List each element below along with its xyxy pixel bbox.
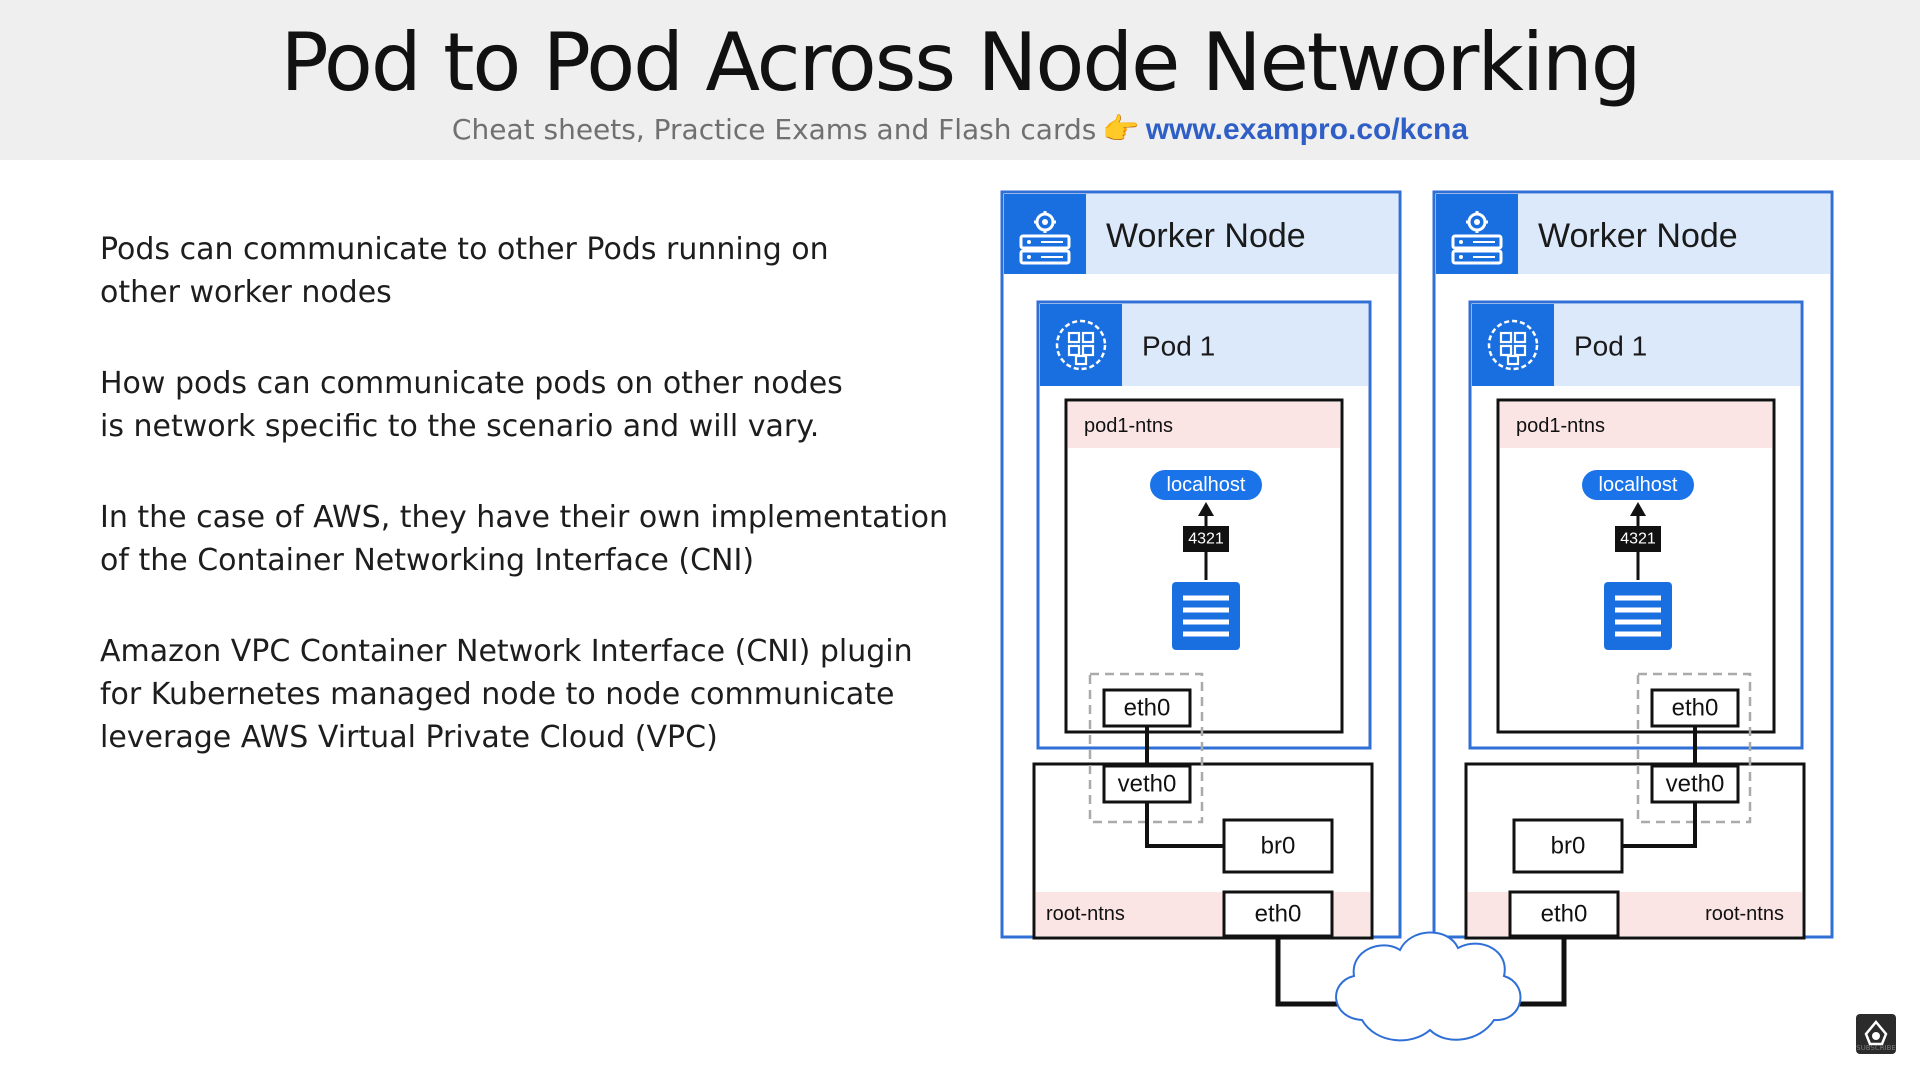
veth-bridge-wire: [1622, 802, 1697, 848]
port-badge-bg: [1183, 526, 1229, 552]
container-icon-bg: [1172, 582, 1240, 650]
port-badge-bg: [1615, 526, 1661, 552]
pod-eth0-interface-frame: [1650, 688, 1740, 728]
bullet-1: Pods can communicate to other Pods runni…: [100, 232, 829, 310]
br0-bridge-label: br0: [1551, 833, 1586, 860]
br0-bridge-frame: [1222, 818, 1334, 874]
pod-namespace-bar: [1500, 402, 1772, 448]
subscribe-caption: SUBSCRIBE: [1856, 1044, 1896, 1052]
bullet-4: Amazon VPC Container Network Interface (…: [100, 634, 913, 755]
br0-bridge[interactable]: br0: [1222, 818, 1334, 874]
container-icon[interactable]: [1172, 582, 1240, 650]
localhost-pill[interactable]: localhost: [1582, 470, 1694, 500]
promo-text: Cheat sheets, Practice Exams and Flash c…: [451, 113, 1097, 146]
worker-node-icon-bg: [1004, 194, 1086, 274]
pod-icon-bg: [1040, 304, 1122, 386]
host-eth0-interface-frame: [1508, 890, 1620, 938]
br0-bridge-label: br0: [1261, 833, 1296, 860]
bullet-2: How pods can communicate pods on other n…: [100, 366, 843, 444]
pod-namespace-bar: [1068, 402, 1340, 448]
br0-bridge[interactable]: br0: [1512, 818, 1624, 874]
pod-namespace-label: pod1-ntns: [1516, 415, 1605, 437]
pod-eth0-interface[interactable]: eth0: [1650, 688, 1740, 728]
root-namespace-label: root-ntns: [1705, 903, 1784, 925]
bullet-list: Pods can communicate to other Pods runni…: [100, 228, 960, 807]
localhost-label: localhost: [1167, 474, 1246, 496]
arrow-up-icon: [1630, 502, 1646, 516]
pod-namespace-frame: [1064, 398, 1344, 734]
host-eth0-interface[interactable]: eth0: [1222, 890, 1334, 938]
pod-title: Pod 1: [1574, 331, 1647, 362]
pod-namespace-frame: [1496, 398, 1776, 734]
pod-icon-bg: [1472, 304, 1554, 386]
host-eth0-interface-label: eth0: [1541, 901, 1588, 928]
veth0-interface[interactable]: veth0: [1102, 764, 1192, 804]
container-icon[interactable]: [1604, 582, 1672, 650]
br0-bridge-frame: [1512, 818, 1624, 874]
arrow-up-icon: [1198, 502, 1214, 516]
pod-eth0-interface-frame: [1102, 688, 1192, 728]
cloud-icon: [1335, 931, 1522, 1042]
localhost-label: localhost: [1599, 474, 1678, 496]
bullet-3: In the case of AWS, they have their own …: [100, 500, 949, 578]
veth0-interface-label: veth0: [1118, 771, 1177, 798]
left-uplink-wire: [1275, 938, 1345, 1007]
worker-node-icon-bg: [1436, 194, 1518, 274]
pod-namespace-label: pod1-ntns: [1084, 415, 1173, 437]
slide-header: Pod to Pod Across Node Networking Cheat …: [0, 0, 1920, 160]
veth0-interface[interactable]: veth0: [1650, 764, 1740, 804]
promo-link[interactable]: www.exampro.co/kcna: [1145, 113, 1469, 146]
pod-eth0-interface-label: eth0: [1672, 695, 1719, 722]
subscribe-badge-icon[interactable]: [1856, 1014, 1896, 1054]
host-eth0-interface-label: eth0: [1255, 901, 1302, 928]
localhost-pill-bg: [1150, 470, 1262, 500]
page-title: Pod to Pod Across Node Networking: [280, 16, 1642, 109]
veth0-interface-frame: [1650, 764, 1740, 804]
pointing-hand-icon: 👉: [1102, 112, 1140, 147]
port-badge-label: 4321: [1620, 531, 1656, 548]
localhost-pill-bg: [1582, 470, 1694, 500]
host-eth0-interface[interactable]: eth0: [1508, 890, 1620, 938]
pod-eth0-interface[interactable]: eth0: [1102, 688, 1192, 728]
root-namespace-label: root-ntns: [1046, 903, 1125, 925]
worker-node-title: Worker Node: [1106, 217, 1306, 255]
localhost-pill[interactable]: localhost: [1150, 470, 1262, 500]
veth0-interface-frame: [1102, 764, 1192, 804]
worker-node-title: Worker Node: [1538, 217, 1738, 255]
host-eth0-interface-frame: [1222, 890, 1334, 938]
pod-title: Pod 1: [1142, 331, 1215, 362]
container-icon-bg: [1604, 582, 1672, 650]
pod-eth0-interface-label: eth0: [1124, 695, 1171, 722]
promo-line: Cheat sheets, Practice Exams and Flash c…: [0, 110, 1920, 150]
veth0-interface-label: veth0: [1666, 771, 1725, 798]
veth-bridge-wire: [1145, 802, 1224, 848]
port-badge-label: 4321: [1188, 531, 1224, 548]
